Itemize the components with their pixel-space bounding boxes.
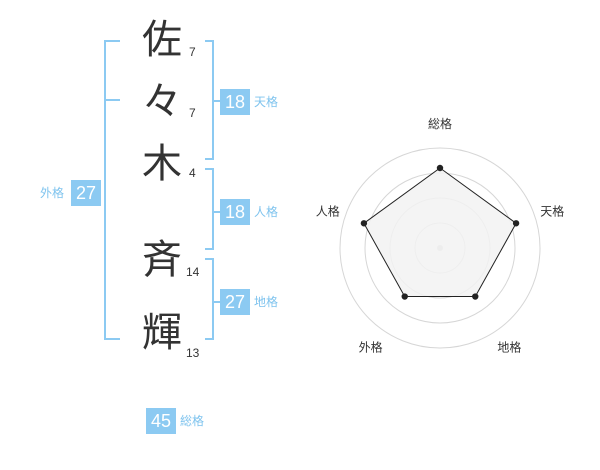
radar-axis-label-2: 天格 xyxy=(540,204,564,219)
radar-point-2 xyxy=(512,220,520,227)
radar-point-4 xyxy=(401,293,408,300)
stroke-count-1: 7 xyxy=(189,45,196,59)
jinkaku-bracket-vertical xyxy=(212,168,214,250)
tenkaku-bracket-top xyxy=(205,40,214,42)
tenkaku-label: 天格 xyxy=(254,95,279,109)
soukaku-value-badge: 45 xyxy=(146,408,176,434)
radar-axis-label-4: 外格 xyxy=(359,340,383,355)
radar-point-5 xyxy=(360,220,368,227)
chikaku-bracket-stub xyxy=(214,301,220,303)
chikaku-value-badge: 27 xyxy=(220,289,250,315)
jinkaku-bracket-top xyxy=(205,168,214,170)
name-char-2: 々 xyxy=(142,79,182,125)
chikaku-bracket-top xyxy=(205,258,214,260)
gaikaku-bracket-tick xyxy=(104,99,120,101)
name-char-5: 輝 xyxy=(142,310,182,356)
stroke-count-4: 14 xyxy=(186,265,200,279)
jinkaku-bracket-bottom xyxy=(205,248,214,250)
gaikaku-bracket-vertical xyxy=(104,40,106,340)
stroke-count-3: 4 xyxy=(189,166,196,180)
chikaku-bracket-vertical xyxy=(212,258,214,340)
radar-area xyxy=(363,167,517,297)
soukaku-label: 総格 xyxy=(180,414,205,428)
jinkaku-value-badge: 18 xyxy=(220,199,250,225)
radar-axis-label-3: 地格 xyxy=(497,340,521,355)
name-char-1: 佐 xyxy=(142,17,182,63)
gaikaku-bracket-bottom xyxy=(104,338,120,340)
gaikaku-bracket-top xyxy=(104,40,120,42)
chikaku-bracket-bottom xyxy=(205,338,214,340)
radar-axis-label-5: 人格 xyxy=(316,204,340,219)
name-char-3: 木 xyxy=(142,141,182,187)
name-char-4: 斉 xyxy=(142,237,182,283)
radar-point-1 xyxy=(436,164,444,172)
gaikaku-value-badge: 27 xyxy=(71,180,101,206)
chikaku-label: 地格 xyxy=(254,295,279,309)
jinkaku-label: 人格 xyxy=(254,205,279,219)
stroke-count-2: 7 xyxy=(189,106,196,120)
tenkaku-value-badge: 18 xyxy=(220,89,250,115)
radar-point-3 xyxy=(472,293,479,300)
tenkaku-bracket-bottom xyxy=(205,158,214,160)
stroke-count-5: 13 xyxy=(186,346,200,360)
tenkaku-bracket-stub xyxy=(214,100,220,102)
jinkaku-bracket-stub xyxy=(214,211,220,213)
tenkaku-bracket-vertical xyxy=(212,40,214,160)
gaikaku-label: 外格 xyxy=(40,186,65,200)
radar-axis-label-1: 総格 xyxy=(428,116,452,131)
